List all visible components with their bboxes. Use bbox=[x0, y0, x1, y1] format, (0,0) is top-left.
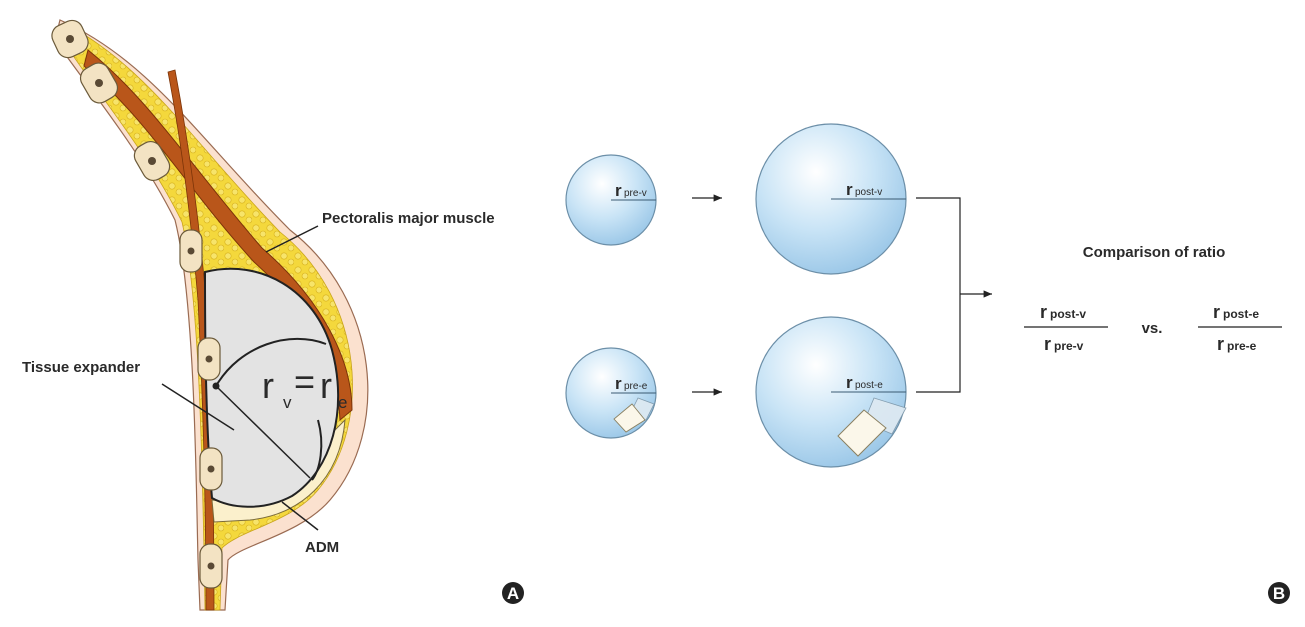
radius-arc-v bbox=[215, 337, 327, 387]
sphere-post-e: r post-e bbox=[755, 316, 907, 468]
expander-label: Tissue expander bbox=[22, 359, 140, 376]
tissue-expander bbox=[203, 267, 340, 508]
svg-text:r: r bbox=[320, 365, 332, 406]
svg-text:v: v bbox=[283, 393, 292, 412]
radius-equation: r v = r e bbox=[262, 361, 347, 412]
sphere-post-v: r post-v bbox=[755, 123, 907, 275]
pectoralis-leader bbox=[265, 225, 319, 253]
svg-text:post-e: post-e bbox=[855, 380, 883, 391]
svg-text:pre-e: pre-e bbox=[624, 381, 648, 392]
svg-text:r: r bbox=[846, 180, 853, 199]
svg-text:r: r bbox=[1213, 302, 1220, 322]
svg-text:r: r bbox=[1217, 334, 1224, 354]
ratio-post-v-over-pre-v: r post-v r pre-v bbox=[1024, 302, 1108, 354]
adm-leader bbox=[281, 501, 319, 531]
svg-text:pre-v: pre-v bbox=[1054, 339, 1084, 353]
bracket-connector bbox=[916, 197, 961, 393]
svg-text:post-v: post-v bbox=[1050, 307, 1086, 321]
rib-marrow bbox=[66, 35, 215, 570]
svg-text:post-e: post-e bbox=[1223, 307, 1259, 321]
svg-text:=: = bbox=[294, 361, 315, 402]
svg-text:post-v: post-v bbox=[855, 187, 882, 198]
adm-label: ADM bbox=[305, 539, 339, 556]
svg-text:A: A bbox=[507, 584, 519, 603]
svg-text:r: r bbox=[615, 181, 622, 200]
vs-label: vs. bbox=[1142, 320, 1163, 337]
svg-text:r: r bbox=[1044, 334, 1051, 354]
adm-radius-leader bbox=[215, 385, 311, 479]
svg-text:pre-v: pre-v bbox=[624, 188, 647, 199]
svg-text:e: e bbox=[338, 393, 347, 412]
radius-arc-e bbox=[311, 419, 323, 481]
svg-text:r: r bbox=[615, 374, 622, 393]
comparison-title: Comparison of ratio bbox=[1083, 244, 1226, 261]
sphere-pre-v: r pre-v bbox=[565, 154, 657, 246]
pectoralis-label: Pectoralis major muscle bbox=[322, 210, 495, 227]
svg-text:B: B bbox=[1273, 584, 1285, 603]
adm-patch-large-flap bbox=[837, 409, 887, 457]
adm-patch-small-flap bbox=[613, 403, 646, 433]
svg-text:pre-e: pre-e bbox=[1227, 339, 1257, 353]
svg-text:r: r bbox=[1040, 302, 1047, 322]
expander-leader bbox=[161, 383, 235, 431]
panel-b-badge: B bbox=[1268, 582, 1290, 604]
sphere-pre-e: r pre-e bbox=[565, 347, 657, 439]
svg-text:r: r bbox=[262, 365, 274, 406]
ratio-post-e-over-pre-e: r post-e r pre-e bbox=[1198, 302, 1282, 354]
svg-text:r: r bbox=[846, 373, 853, 392]
panel-a-illustration bbox=[51, 19, 369, 611]
panel-a-badge: A bbox=[502, 582, 524, 604]
